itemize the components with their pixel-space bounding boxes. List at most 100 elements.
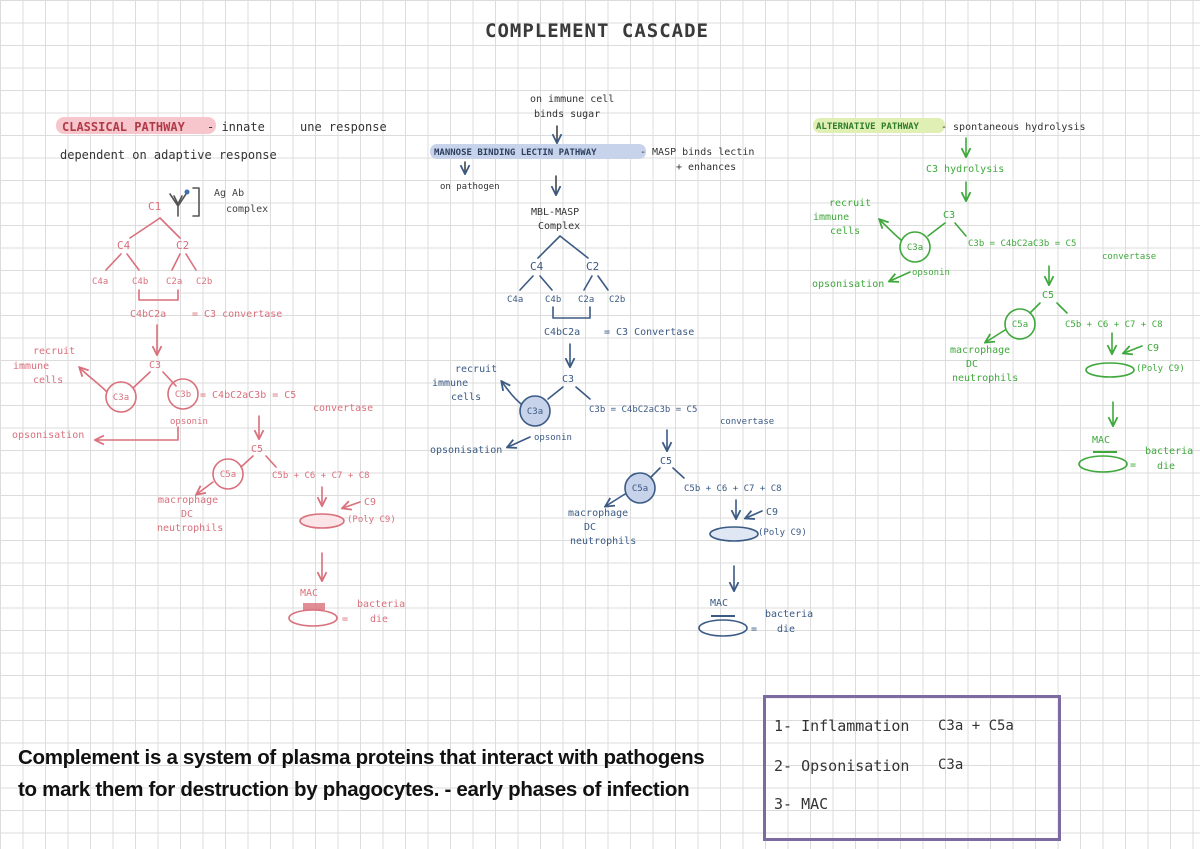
alternative-c3a: C3a: [907, 243, 923, 253]
alternative-header: ALTERNATIVE PATHWAY: [816, 122, 920, 132]
classical-c3b: C3b: [175, 390, 191, 400]
lectin-mbl-masp: MBL-MASP: [531, 207, 579, 218]
alternative-die: die: [1157, 461, 1175, 472]
classical-c5b-chain: C5b + C6 + C7 + C8: [272, 471, 370, 481]
classical-agab: Ag Ab: [214, 188, 244, 199]
classical-recruit: recruit: [33, 346, 75, 357]
classical-opsonisation: opsonisation: [12, 430, 84, 441]
classical-neutrophils: neutrophils: [157, 523, 223, 534]
classical-header: CLASSICAL PATHWAY: [62, 120, 186, 134]
lectin-c3: C3: [562, 374, 574, 385]
lectin-c2b: C2b: [609, 295, 625, 305]
alternative-bacteria: bacteria: [1145, 446, 1193, 457]
alternative-pathway: ALTERNATIVE PATHWAY - spontaneous hydrol…: [812, 118, 1193, 473]
lectin-c3-convertase: = C3 Convertase: [604, 327, 694, 338]
classical-pathway: CLASSICAL PATHWAY - innate une response …: [12, 117, 405, 627]
lectin-top-line1: on immune cell: [530, 94, 614, 105]
lectin-recruit: recruit: [455, 364, 497, 375]
page-title: COMPLEMENT CASCADE: [485, 20, 709, 42]
alternative-c3: C3: [943, 210, 955, 221]
lectin-opsonin: opsonin: [534, 433, 572, 443]
alternative-c5a-circle: [1004, 308, 1036, 340]
classical-note-une: une response: [300, 120, 387, 134]
classical-c3a-circle: [105, 381, 137, 413]
lectin-bacteria: bacteria: [765, 609, 813, 620]
classical-header-highlight: [56, 117, 216, 134]
classical-mac-pore: [288, 609, 338, 627]
classical-c9: C9: [364, 497, 376, 508]
antibody-icon: [169, 187, 200, 217]
classical-c5-convertase-word: convertase: [313, 403, 373, 414]
alternative-c5-convertase-word: convertase: [1102, 252, 1156, 262]
classical-cells: cells: [33, 375, 63, 386]
lectin-c5-convertase-word: convertase: [720, 417, 774, 427]
key-row-2-value: C3a: [938, 757, 964, 773]
alternative-c5a: C5a: [1012, 320, 1028, 330]
classical-note-innate: - innate: [207, 120, 265, 134]
alternative-c5b-chain: C5b + C6 + C7 + C8: [1065, 320, 1163, 330]
alternative-equals: =: [1130, 460, 1136, 471]
lectin-membrane-pore: [709, 526, 759, 542]
alternative-opsonisation: opsonisation: [812, 279, 884, 290]
classical-c1: C1: [148, 200, 161, 213]
lectin-header-highlight: [430, 144, 646, 159]
classical-c3-convertase: = C3 convertase: [192, 309, 282, 320]
summary-line-1: Complement is a system of plasma protein…: [18, 746, 705, 769]
lectin-mac-pore: [698, 619, 748, 637]
lectin-c5a-circle: [624, 472, 656, 504]
summary-text: Complement is a system of plasma protein…: [18, 742, 708, 806]
alternative-header-highlight: [813, 118, 945, 133]
lectin-c4bc2a: C4bC2a: [544, 327, 580, 338]
classical-poly-c9: (Poly C9): [347, 515, 396, 525]
lectin-on-pathogen: on pathogen: [440, 182, 500, 192]
lectin-note2: + enhances: [676, 162, 736, 173]
lectin-c5-convertase-formula: C3b = C4bC2aC3b = C5: [589, 405, 697, 415]
alternative-cells: cells: [830, 226, 860, 237]
lectin-dc: DC: [584, 522, 596, 533]
lectin-macrophage: macrophage: [568, 508, 628, 519]
classical-macrophage: macrophage: [158, 495, 218, 506]
key-row-2-label: 2- Opsonisation: [774, 757, 910, 775]
alternative-c3a-circle: [899, 231, 931, 263]
lectin-c4: C4: [530, 260, 544, 273]
lectin-complex: Complex: [538, 221, 580, 232]
classical-mac: MAC: [300, 588, 318, 599]
classical-c3: C3: [149, 360, 161, 371]
alternative-c5-convertase-formula: C3b = C4bC2aC3b = C5: [968, 239, 1076, 249]
lectin-poly-c9: (Poly C9): [758, 528, 807, 538]
classical-immune: immune: [13, 361, 49, 372]
classical-bacteria: bacteria: [357, 599, 405, 610]
key-row-1-value: C3a + C5a: [938, 718, 1014, 734]
alternative-poly-c9: (Poly C9): [1136, 364, 1185, 374]
key-row-3-label: 3- MAC: [774, 795, 829, 813]
alternative-c5: C5: [1042, 290, 1054, 301]
classical-c3a: C3a: [113, 393, 129, 403]
classical-mac-highlight: [303, 603, 325, 610]
alternative-mac: MAC: [1092, 435, 1110, 446]
alternative-c3-hydrolysis: C3 hydrolysis: [926, 164, 1004, 175]
classical-c2a: C2a: [166, 277, 182, 287]
lectin-pathway: on immune cell binds sugar MANNOSE BINDI…: [430, 94, 813, 637]
classical-c5: C5: [251, 444, 263, 455]
lectin-c5: C5: [660, 456, 672, 467]
lectin-equals: =: [751, 624, 757, 635]
lectin-die: die: [777, 624, 795, 635]
classical-c5-convertase-formula: = C4bC2aC3b = C5: [200, 390, 296, 401]
classical-c2: C2: [176, 239, 189, 252]
classical-c4bc2a: C4bC2a: [130, 309, 166, 320]
classical-complex: complex: [226, 204, 268, 215]
alternative-macrophage: macrophage: [950, 345, 1010, 356]
lectin-neutrophils: neutrophils: [570, 536, 636, 547]
lectin-c4a: C4a: [507, 295, 523, 305]
summary-line-2: to mark them for destruction by phagocyt…: [18, 778, 690, 801]
lectin-c4b: C4b: [545, 295, 561, 305]
alternative-mac-pore: [1078, 455, 1128, 473]
lectin-c2: C2: [586, 260, 599, 273]
classical-c5a: C5a: [220, 470, 236, 480]
lectin-c3a-circle: [519, 395, 551, 427]
classical-opsonin: opsonin: [170, 417, 208, 427]
classical-membrane-pore: [299, 513, 345, 529]
classical-c4a: C4a: [92, 277, 108, 287]
classical-c4b: C4b: [132, 277, 148, 287]
